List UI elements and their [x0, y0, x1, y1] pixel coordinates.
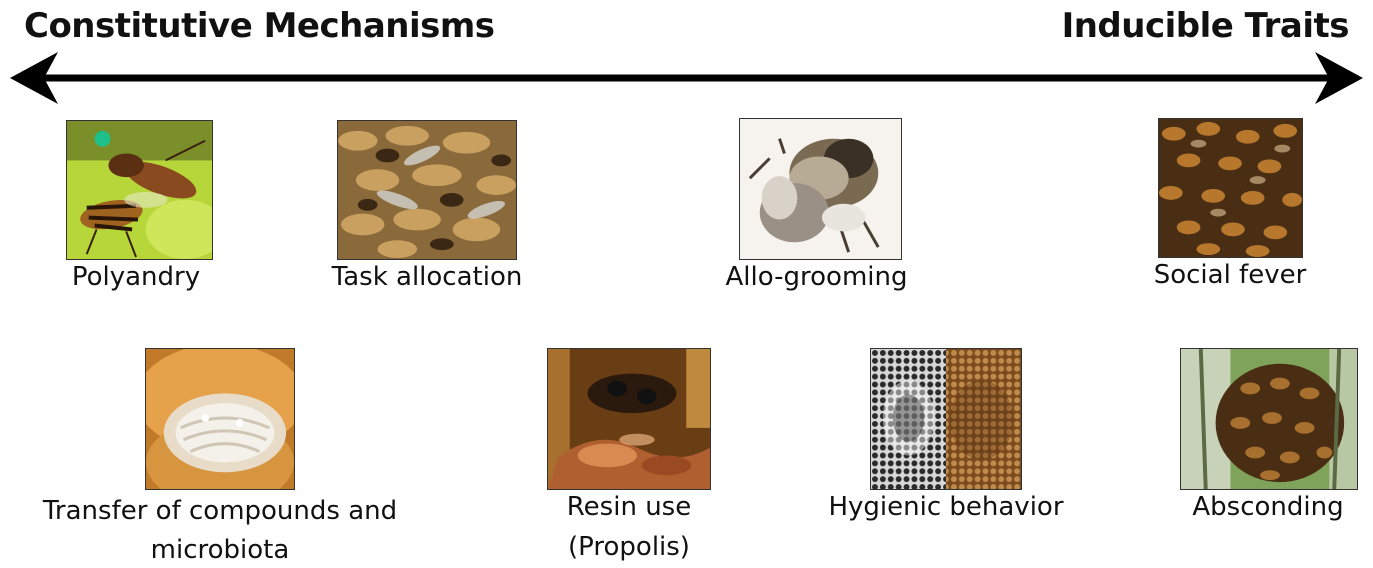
task-allocation-photo: [337, 120, 517, 260]
heading-inducible-traits: Inducible Traits: [1062, 6, 1349, 46]
resin-use-photo: [547, 348, 711, 490]
label-absconding: Absconding: [1168, 490, 1368, 524]
absconding-photo: [1180, 348, 1358, 490]
label-task-allocation: Task allocation: [322, 260, 532, 294]
label-social-fever: Social fever: [1130, 258, 1330, 292]
label-hygienic-behavior: Hygienic behavior: [816, 490, 1076, 524]
polyandry-photo: [66, 120, 213, 260]
label-polyandry: Polyandry: [66, 260, 206, 294]
double-headed-arrow: [0, 50, 1373, 110]
label-resin-use: Resin use: [529, 490, 729, 524]
label-microbiota: microbiota: [20, 533, 420, 567]
label-allo-grooming: Allo-grooming: [714, 260, 919, 294]
allo-grooming-photo: [739, 118, 902, 260]
label-transfer-compounds: Transfer of compounds and: [20, 494, 420, 528]
label-propolis: (Propolis): [529, 530, 729, 564]
social-fever-photo: [1158, 118, 1303, 258]
heading-constitutive-mechanisms: Constitutive Mechanisms: [24, 6, 495, 46]
transfer-compounds-photo: [145, 348, 295, 490]
hygienic-behavior-photo: [870, 348, 1022, 490]
